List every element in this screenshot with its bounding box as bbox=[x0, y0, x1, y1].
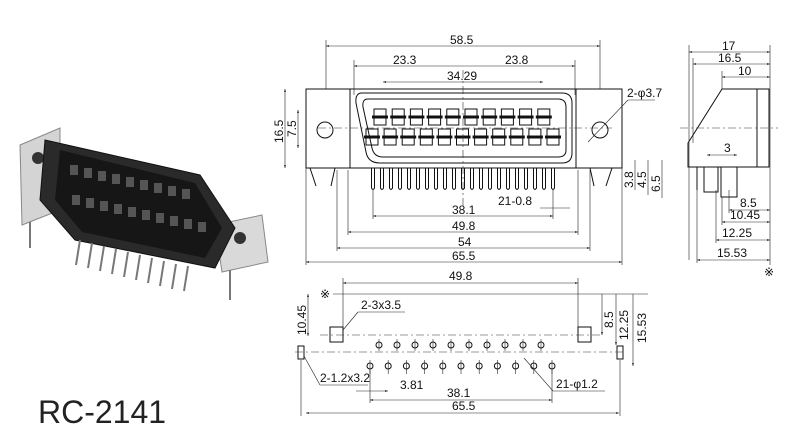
side-view: 17 16.5 10 3 8.5 10.45 12.25 15.53 ※ bbox=[680, 39, 778, 279]
dim-side-8-5: 8.5 bbox=[740, 196, 757, 210]
dim-overall-flange: 58.5 bbox=[450, 33, 474, 47]
dim-pcb-8-5: 8.5 bbox=[602, 311, 616, 328]
mount-hole-left bbox=[316, 121, 334, 139]
dim-pad: 2-1.2x3.2 bbox=[320, 371, 370, 385]
front-view bbox=[305, 70, 623, 210]
pcb-layout: 49.8 ※ 10.45 2-3x3.5 8.5 12.25 15.53 2-1… bbox=[295, 269, 649, 416]
dim-depth2: 16.5 bbox=[718, 51, 742, 65]
dim-height: 16.5 bbox=[272, 119, 286, 143]
dim-49-8: 49.8 bbox=[452, 219, 476, 233]
solder-pin bbox=[389, 168, 393, 190]
dim-row-pitch: 7.5 bbox=[285, 120, 299, 137]
solder-pin bbox=[407, 168, 411, 190]
dim-side-15-53: 15.53 bbox=[717, 246, 747, 260]
solder-pin bbox=[416, 168, 420, 190]
dim-pin-span: 38.1 bbox=[452, 203, 476, 217]
solder-pin bbox=[488, 168, 492, 190]
dim-54: 54 bbox=[458, 235, 472, 249]
dim-pitch: 3.81 bbox=[400, 378, 424, 392]
solder-pin bbox=[398, 168, 402, 190]
solder-pin bbox=[551, 168, 555, 190]
dim-pcb-span: 38.1 bbox=[447, 386, 471, 400]
dim-left-half: 23.3 bbox=[393, 53, 417, 67]
dim-right-half: 23.8 bbox=[505, 53, 529, 67]
solder-pin bbox=[461, 168, 465, 190]
solder-pin bbox=[515, 168, 519, 190]
solder-pin bbox=[425, 168, 429, 190]
dim-pin-span-top: 34.29 bbox=[447, 69, 477, 83]
dim-10: 10 bbox=[738, 64, 752, 78]
dim-overall-width: 65.5 bbox=[452, 249, 476, 263]
dim-pin-width: 21-0.8 bbox=[498, 194, 532, 208]
dim-side-12-25: 12.25 bbox=[722, 226, 752, 240]
solder-pin bbox=[443, 168, 447, 190]
solder-pin bbox=[470, 168, 474, 190]
solder-pin bbox=[542, 168, 546, 190]
mount-hole-right bbox=[591, 121, 609, 139]
dim-mount-hole: 2-φ3.7 bbox=[627, 86, 662, 100]
dim-holes: 21-φ1.2 bbox=[556, 377, 598, 391]
solder-pin bbox=[452, 168, 456, 190]
reference-mark: ※ bbox=[764, 265, 774, 279]
dim-3-8: 3.8 bbox=[622, 171, 636, 188]
dim-pcb-12-25: 12.25 bbox=[617, 310, 631, 340]
solder-pin bbox=[479, 168, 483, 190]
pad-left bbox=[297, 345, 305, 360]
dim-slot: 2-3x3.5 bbox=[361, 298, 401, 312]
solder-pin bbox=[506, 168, 510, 190]
dim-pcb-overall: 65.5 bbox=[452, 399, 476, 413]
solder-pin bbox=[434, 168, 438, 190]
pad-right bbox=[616, 345, 624, 360]
dim-6-5: 6.5 bbox=[649, 175, 663, 192]
model-title: RC-2141 bbox=[38, 394, 166, 425]
slot-right bbox=[577, 326, 592, 343]
solder-pin bbox=[524, 168, 528, 190]
dim-pcb-49-8: 49.8 bbox=[449, 269, 473, 283]
slot-left bbox=[329, 326, 344, 343]
solder-pin bbox=[380, 168, 384, 190]
front-dimensions: 58.5 23.3 23.8 34.29 2-φ3.7 16.5 7.5 3.8… bbox=[272, 33, 663, 265]
dim-pcb-15-53: 15.53 bbox=[635, 313, 649, 343]
dim-4-5: 4.5 bbox=[635, 171, 649, 188]
solder-pin bbox=[371, 168, 375, 190]
dim-pcb-10-45: 10.45 bbox=[295, 305, 309, 335]
solder-pin bbox=[497, 168, 501, 190]
dim-side-10-45: 10.45 bbox=[730, 208, 760, 222]
dim-depth: 17 bbox=[722, 39, 736, 53]
solder-pin bbox=[533, 168, 537, 190]
pcb-reference-mark: ※ bbox=[320, 287, 330, 301]
dim-3: 3 bbox=[724, 141, 731, 155]
product-photo bbox=[19, 127, 269, 300]
